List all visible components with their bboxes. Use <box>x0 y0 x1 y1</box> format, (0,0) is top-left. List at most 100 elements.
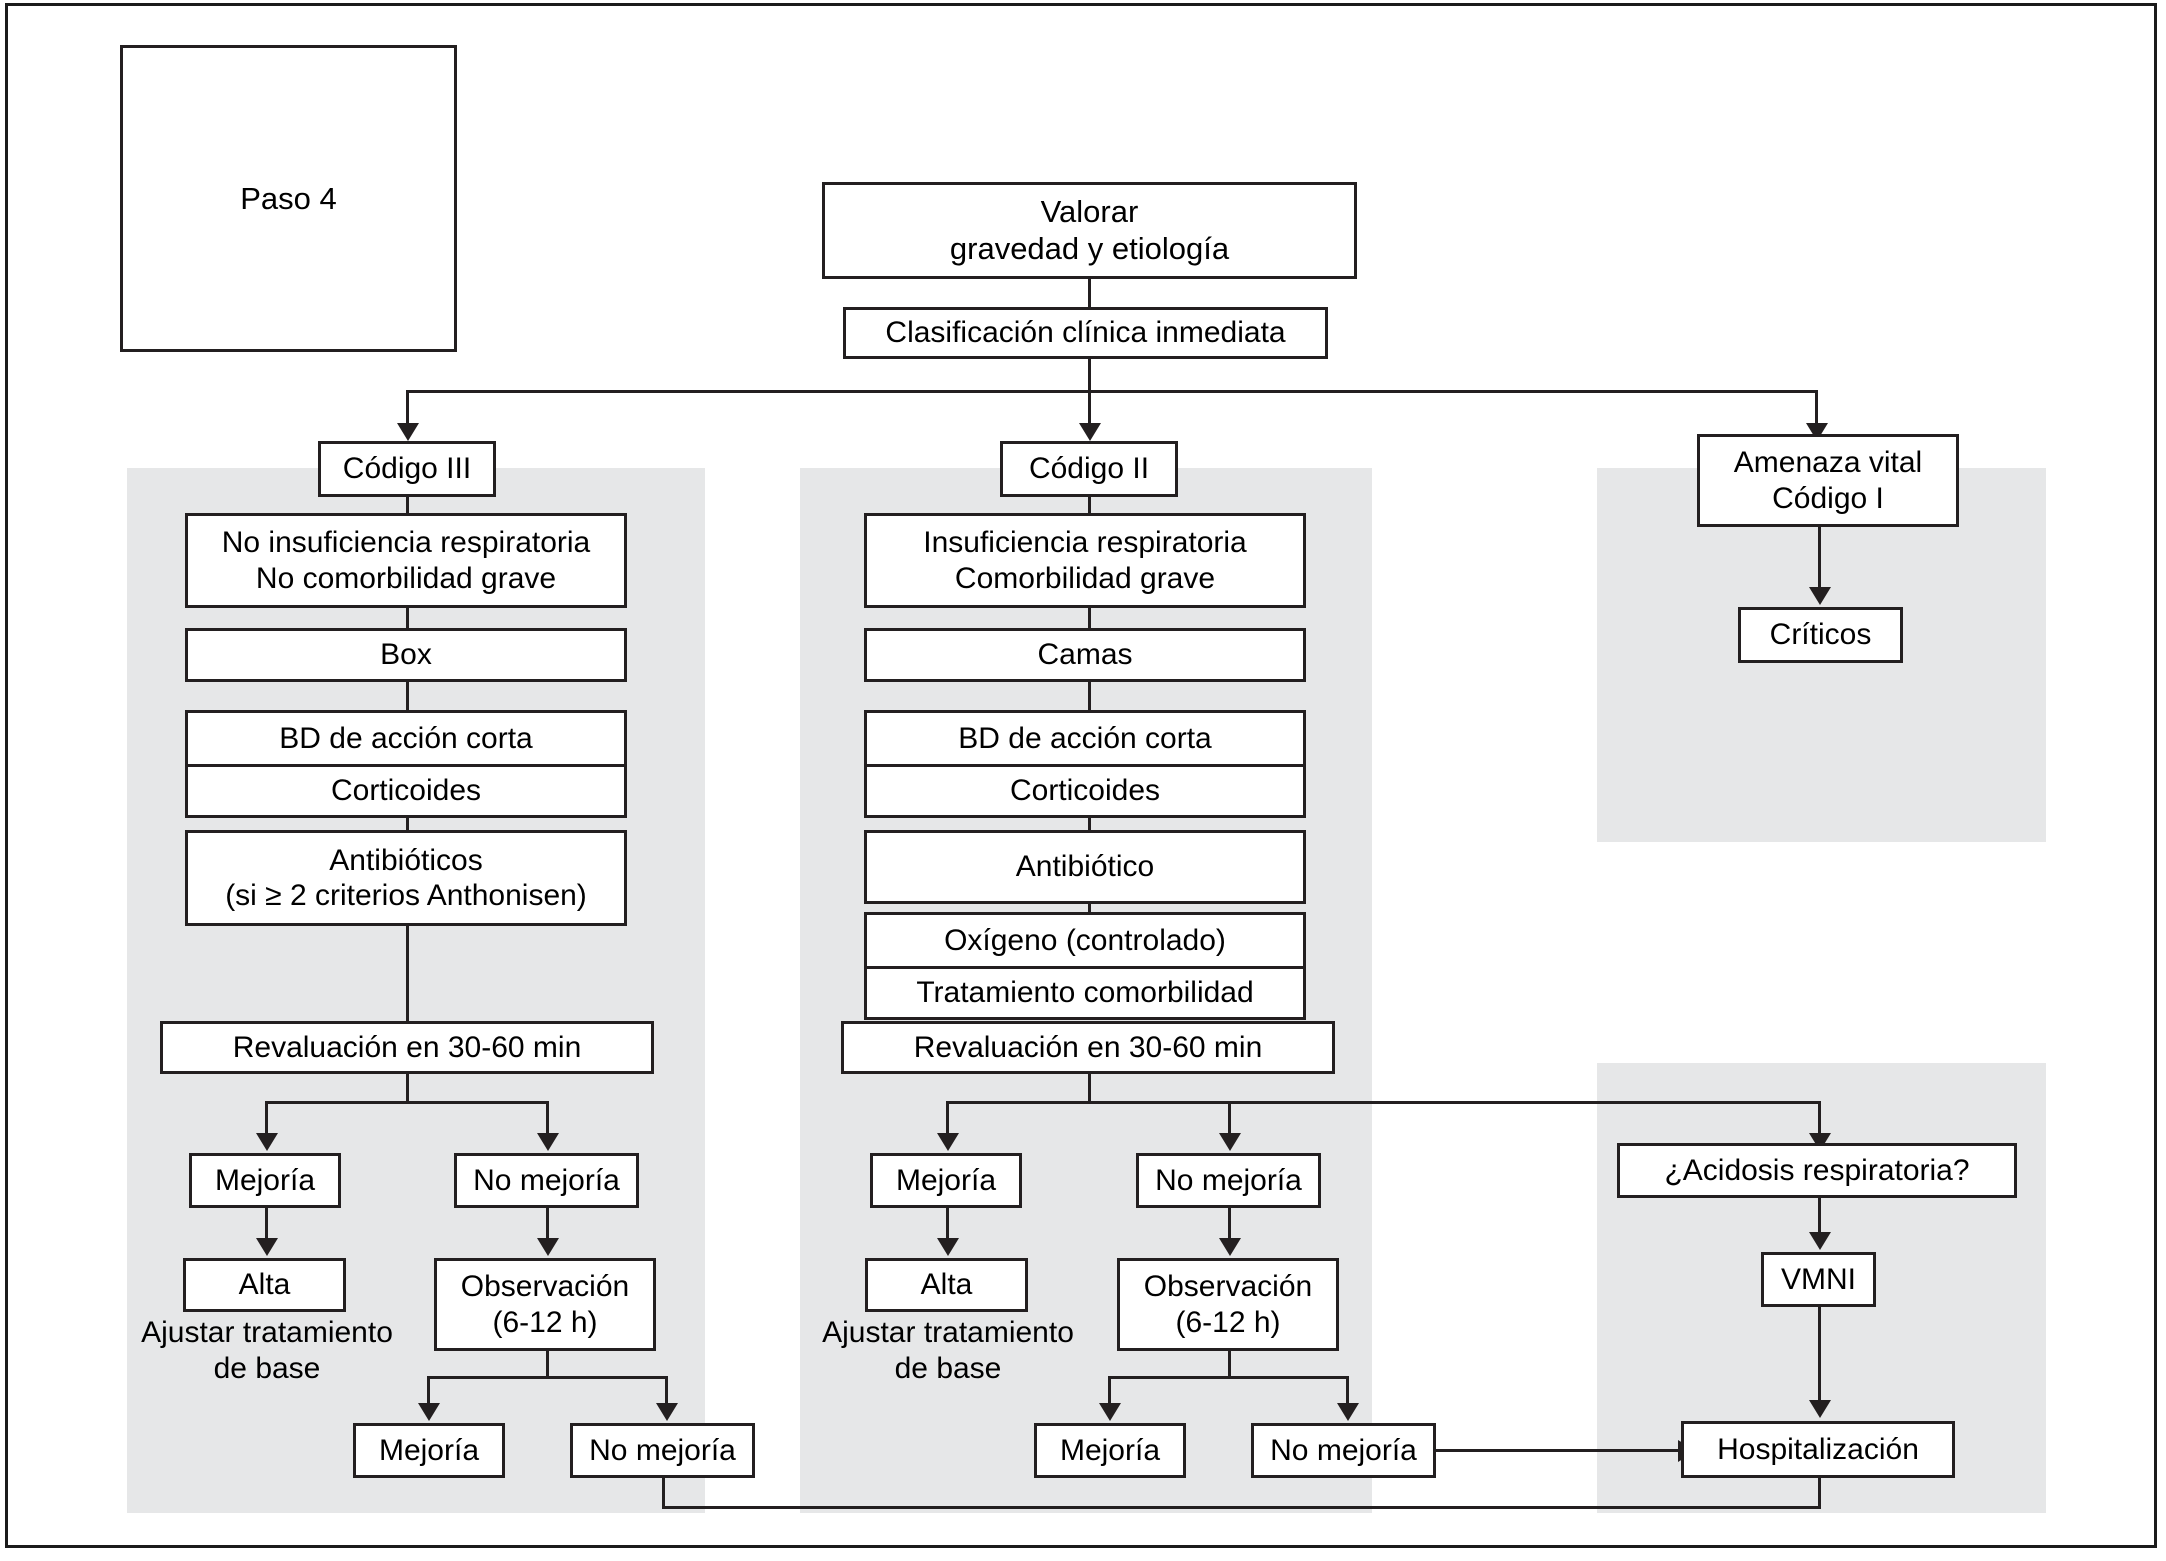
c2-obs-stem <box>1228 1351 1231 1378</box>
codigo-2-treatment-bd[interactable]: BD de acción corta <box>958 721 1212 755</box>
codigo-2-noimprove-label: No mejoría <box>1155 1163 1302 1197</box>
c2-obs-drop-right <box>1346 1376 1349 1407</box>
vmni-node[interactable]: VMNI <box>1761 1252 1876 1307</box>
codigo-2-observation-line-1: Observación <box>1143 1270 1313 1304</box>
codigo-3-discharge-note: Ajustar tratamiento de base <box>122 1315 412 1387</box>
codigo-3-observation-node[interactable]: Observación (6-12 h) <box>434 1258 656 1351</box>
codigo-2-discharge-note-line-2: de base <box>894 1352 1002 1385</box>
arrow-c3-observation <box>537 1238 559 1256</box>
codigo-2-antibiotic-node[interactable]: Antibiótico <box>864 830 1306 904</box>
codigo-1-title-node[interactable]: Amenaza vital Código I <box>1697 434 1959 527</box>
codigo-2-improve-2-node[interactable]: Mejoría <box>1034 1423 1186 1478</box>
codigo-3-improve-2-node[interactable]: Mejoría <box>353 1423 505 1478</box>
codigo-2-improve-2-label: Mejoría <box>1059 1433 1161 1467</box>
codigo-3-title-node[interactable]: Código III <box>318 441 496 497</box>
codigo-2-reassessment-node[interactable]: Revaluación en 30-60 min <box>841 1021 1335 1074</box>
c3-obs-drop-left <box>427 1376 430 1407</box>
codigo-3-improve-2-label: Mejoría <box>378 1433 480 1467</box>
c3-hosp-route-v <box>662 1478 665 1509</box>
figure-border <box>5 3 2157 1548</box>
codigo-3-treatment-stack: BD de acción corta Corticoides <box>185 710 627 818</box>
c2-obs-bus <box>1108 1376 1349 1379</box>
codigo-2-noimprove-2-node[interactable]: No mejoría <box>1251 1423 1436 1478</box>
vmni-to-hospitalization-line <box>1818 1307 1821 1411</box>
codigo-2-discharge-node[interactable]: Alta <box>865 1258 1028 1312</box>
arrow-acidosis-to-vmni <box>1809 1232 1831 1250</box>
codigo-3-reassessment-label: Revaluación en 30-60 min <box>232 1030 582 1064</box>
codigo-2-criteria-line-1: Insuficiencia respiratoria <box>923 526 1247 560</box>
codigo-3-discharge-node[interactable]: Alta <box>183 1258 346 1312</box>
hospitalization-label: Hospitalización <box>1717 1432 1919 1466</box>
codigo-2-oxygen[interactable]: Oxígeno (controlado) <box>944 923 1226 957</box>
codigo-3-location-label: Box <box>380 638 432 672</box>
arrow-c2-improve-2 <box>1099 1403 1121 1421</box>
codigo-2-location-node[interactable]: Camas <box>864 628 1306 682</box>
assess-node[interactable]: Valorar gravedad y etiología <box>822 182 1357 279</box>
arrow-vmni-to-hospitalization <box>1809 1400 1831 1418</box>
codigo-2-noimprove-node[interactable]: No mejoría <box>1136 1153 1321 1208</box>
connector-assess-triage <box>1088 279 1091 307</box>
triage-drop-mid <box>1088 390 1091 427</box>
codigo-1-destination-node[interactable]: Críticos <box>1738 607 1903 663</box>
arrow-to-codigo-2 <box>1079 423 1101 441</box>
codigo-2-criteria-node[interactable]: Insuficiencia respiratoria Comorbilidad … <box>864 513 1306 608</box>
triage-bus <box>406 390 1818 393</box>
c2-drop-acidosis <box>1818 1101 1821 1137</box>
codigo-2-observation-line-2: (6-12 h) <box>1175 1305 1281 1339</box>
c3-link-ab-reassess <box>406 926 409 1021</box>
triage-drop-left <box>406 390 409 427</box>
codigo-3-reassessment-node[interactable]: Revaluación en 30-60 min <box>160 1021 654 1074</box>
arrow-c2-noimprove <box>1219 1133 1241 1151</box>
acidosis-question-label: ¿Acidosis respiratoria? <box>1664 1153 1970 1187</box>
c3-link-tx-ab <box>406 818 409 830</box>
codigo-2-comorbidity-treatment[interactable]: Tratamiento comorbilidad <box>867 966 1303 1017</box>
arrow-c2-discharge <box>937 1238 959 1256</box>
triage-stem <box>1088 359 1091 392</box>
hospitalization-node[interactable]: Hospitalización <box>1681 1421 1955 1478</box>
codigo-2-observation-node[interactable]: Observación (6-12 h) <box>1117 1258 1339 1351</box>
codigo-3-criteria-line-2: No comorbilidad grave <box>255 561 557 595</box>
codigo-2-reassessment-label: Revaluación en 30-60 min <box>913 1030 1263 1064</box>
codigo-1-title-line-2: Código I <box>1772 481 1884 515</box>
c3-link-improve-discharge <box>265 1208 268 1248</box>
codigo-3-treatment-bd[interactable]: BD de acción corta <box>279 721 533 755</box>
codigo-3-observation-line-1: Observación <box>460 1270 630 1304</box>
codigo-2-improve-node[interactable]: Mejoría <box>870 1153 1022 1208</box>
codigo-3-observation-line-2: (6-12 h) <box>492 1305 598 1339</box>
codigo-3-discharge-note-line-1: Ajustar tratamiento <box>141 1316 393 1349</box>
codigo-2-treatment-corticoides[interactable]: Corticoides <box>867 764 1303 815</box>
codigo-3-location-node[interactable]: Box <box>185 628 627 682</box>
acidosis-question-node[interactable]: ¿Acidosis respiratoria? <box>1617 1143 2017 1198</box>
codigo-3-noimprove-2-node[interactable]: No mejoría <box>570 1423 755 1478</box>
c2-reassess-bus <box>946 1101 1821 1104</box>
codigo-3-criteria-node[interactable]: No insuficiencia respiratoria No comorbi… <box>185 513 627 608</box>
codigo-3-treatment-corticoides[interactable]: Corticoides <box>188 764 624 815</box>
codigo-3-improve-node[interactable]: Mejoría <box>189 1153 341 1208</box>
c3-reassess-stem <box>406 1074 409 1103</box>
codigo-3-noimprove-node[interactable]: No mejoría <box>454 1153 639 1208</box>
codigo-3-antibiotic-line-1: Antibióticos <box>329 843 483 877</box>
codigo-2-title-node[interactable]: Código II <box>1000 441 1178 497</box>
c2-reassess-stem <box>1088 1074 1091 1103</box>
arrow-c3-improve <box>256 1133 278 1151</box>
c1-link-title-criticos <box>1818 527 1821 597</box>
codigo-2-noimprove-2-label: No mejoría <box>1270 1433 1417 1467</box>
triage-label: Clasificación clínica inmediata <box>885 316 1286 350</box>
codigo-2-treatment-stack: BD de acción corta Corticoides <box>864 710 1306 818</box>
c3-obs-drop-right <box>665 1376 668 1407</box>
codigo-3-discharge-note-line-2: de base <box>213 1352 321 1385</box>
codigo-2-discharge-note: Ajustar tratamiento de base <box>803 1315 1093 1387</box>
c3-drop-noimprove <box>546 1101 549 1137</box>
codigo-2-discharge-label: Alta <box>920 1268 973 1302</box>
c2-to-hospitalization-line <box>1436 1449 1681 1452</box>
c3-obs-stem <box>546 1351 549 1378</box>
triage-node[interactable]: Clasificación clínica inmediata <box>843 307 1328 359</box>
codigo-3-antibiotic-line-2: (si ≥ 2 criterios Anthonisen) <box>225 879 587 912</box>
c3-link-noimprove-obs <box>546 1208 549 1248</box>
c2-link-improve-discharge <box>946 1208 949 1248</box>
codigo-2-location-label: Camas <box>1037 638 1133 672</box>
codigo-2-criteria-line-2: Comorbilidad grave <box>954 561 1216 595</box>
codigo-3-antibiotic-node[interactable]: Antibióticos (si ≥ 2 criterios Anthonise… <box>185 830 627 926</box>
arrow-c1-criticos <box>1809 587 1831 605</box>
